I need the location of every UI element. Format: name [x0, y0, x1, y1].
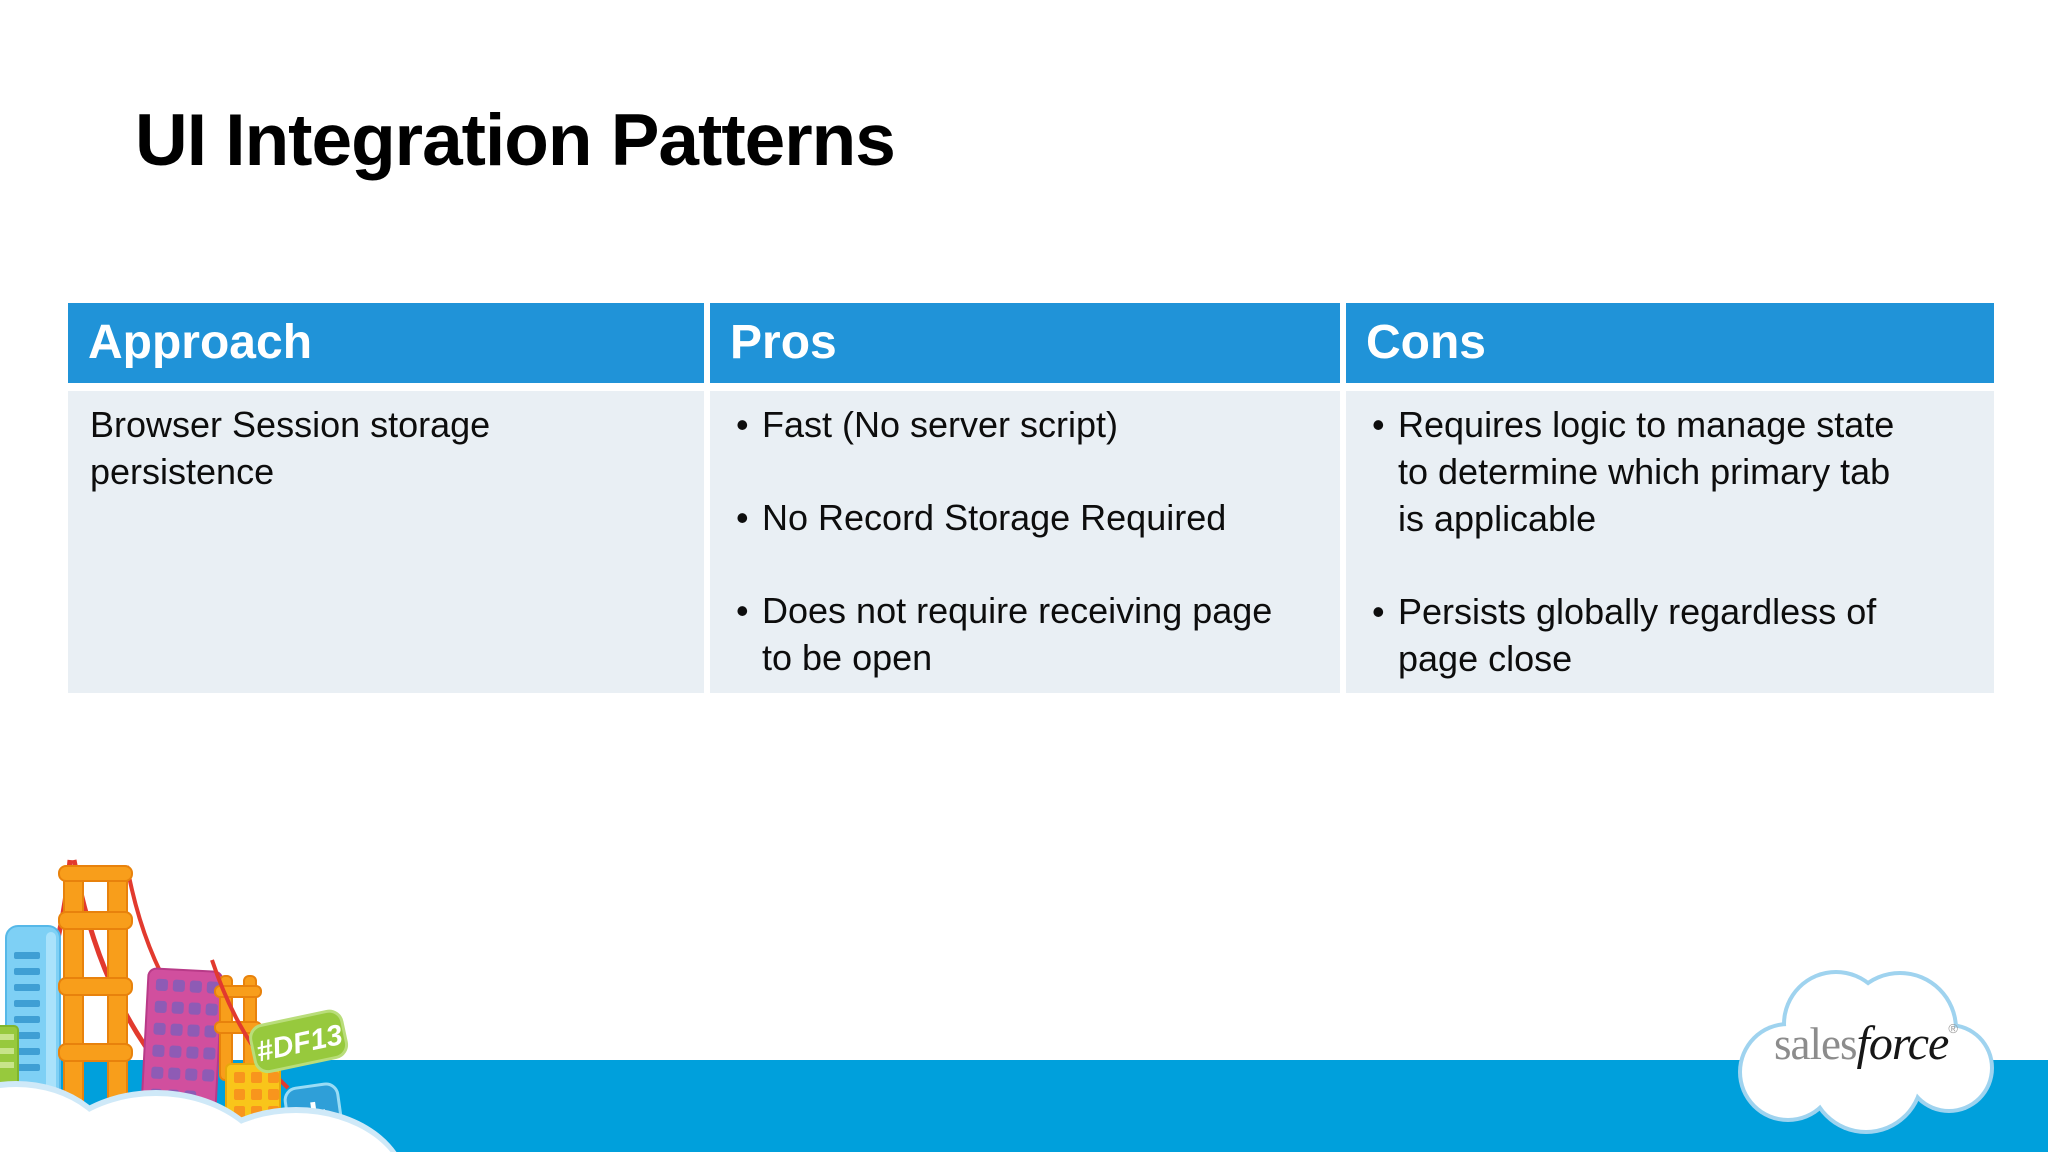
cons-bullet-list: Requires logic to manage state to determ… [1346, 391, 1994, 682]
bullet-item: Fast (No server script) [762, 401, 1300, 448]
df13-badge: #DF13 [249, 1009, 349, 1074]
bullet-item: Does not require receiving page to be op… [762, 587, 1300, 681]
pros-bullet-list: Fast (No server script) No Record Storage… [710, 391, 1340, 681]
column-header-cons: Cons [1346, 303, 1994, 383]
salesforce-cloud-icon [1738, 970, 1994, 1134]
logo-text-sales: sales [1774, 1019, 1857, 1069]
blue-building-icon [5, 925, 61, 1103]
cell-cons: Requires logic to manage state to determ… [1346, 391, 1994, 693]
integration-patterns-table: Approach Pros Cons Browser Session stora… [68, 303, 1994, 693]
bullet-item: Persists globally regardless of page clo… [1398, 588, 1954, 682]
logo-text-force: force [1856, 1017, 1950, 1070]
column-header-pros: Pros [710, 303, 1340, 383]
salesforce-wordmark: salesforce® [1736, 1016, 1996, 1071]
page-title: UI Integration Patterns [135, 100, 896, 181]
cell-approach: Browser Session storage persistence [68, 391, 704, 693]
registered-mark: ® [1948, 1021, 1958, 1036]
cell-pros: Fast (No server script) No Record Storage… [710, 391, 1340, 693]
cloud-base-icon [0, 1081, 397, 1152]
salesforce-logo: salesforce® [1736, 956, 1996, 1134]
bullet-item: No Record Storage Required [762, 494, 1300, 541]
column-header-approach: Approach [68, 303, 704, 383]
golden-gate-tower-icon [58, 865, 133, 1115]
dreamforce-city-illustration: #DF13 + [0, 859, 397, 1152]
approach-text: Browser Session storage persistence [90, 404, 491, 492]
bullet-item: Requires logic to manage state to determ… [1398, 401, 1954, 542]
